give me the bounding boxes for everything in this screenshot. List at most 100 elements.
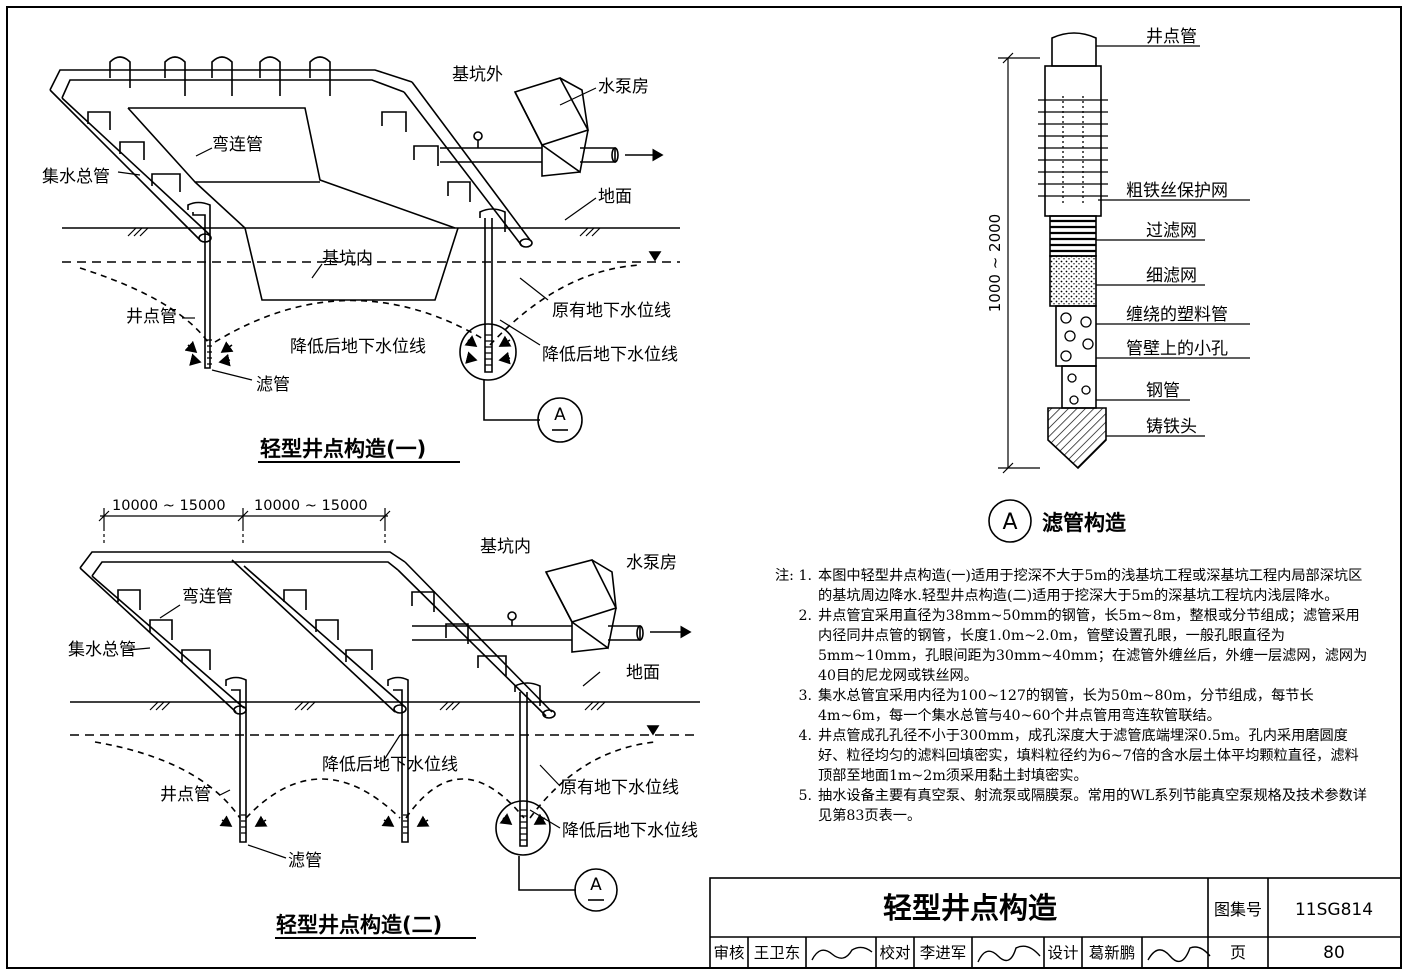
detail-label-wall-holes: 管壁上的小孔 xyxy=(1126,339,1228,359)
drawing-title: 轻型井点构造 xyxy=(883,891,1057,925)
checker-name: 李进军 xyxy=(920,944,967,962)
note-number: 4. xyxy=(798,728,812,744)
coarse-wire-mesh xyxy=(1038,96,1108,205)
label-lowered-water-right-2: 降低后地下水位线 xyxy=(562,821,698,841)
header-pipe-2 xyxy=(79,551,556,719)
bend-pipes-2 xyxy=(117,589,507,676)
label-lowered-water-left: 降低后地下水位线 xyxy=(290,337,426,357)
ground-hatch-1 xyxy=(127,227,601,237)
well-pipe-right-1 xyxy=(459,208,540,421)
label-bend-pipe: 弯连管 xyxy=(212,135,263,155)
diagram-1-texts: 基坑外 水泵房 弯连管 集水总管 地面 基坑内 原有地下水位线 井点管 降低后地… xyxy=(42,65,678,461)
note-item: 5. 抽水设备主要有真空泵、射流泵或隔膜泵。常用的WL系列节能真空泵规格及技术参… xyxy=(752,786,1372,826)
atlas-number: 11SG814 xyxy=(1295,900,1373,920)
pit-1 xyxy=(127,107,459,301)
label-inside-pit: 基坑内 xyxy=(322,249,373,269)
label-pump-house: 水泵房 xyxy=(598,77,649,97)
note-item: 4. 井点管成孔孔径不小于300mm，成孔深度大于滤管底端埋深0.5m。孔内采用… xyxy=(752,726,1372,786)
note-number: 2. xyxy=(798,608,812,624)
diagram-2-title: 轻型井点构造(二) xyxy=(276,913,442,937)
detail-ref-letter-1: A xyxy=(554,405,566,425)
check-label: 校对 xyxy=(879,944,910,962)
detail-upper-body xyxy=(1044,65,1102,217)
label-lowered-water-right: 降低后地下水位线 xyxy=(542,345,678,365)
cast-iron-head xyxy=(1047,407,1107,470)
label-header-pipe: 集水总管 xyxy=(42,167,110,187)
fine-screen xyxy=(1049,255,1097,307)
wall-holes xyxy=(1060,312,1094,362)
water-symbol-1 xyxy=(648,251,662,262)
detail-a-texts: 井点管 粗铁丝保护网 过滤网 细滤网 缠绕的塑料管 管壁上的小孔 钢管 铸铁头 … xyxy=(986,27,1228,535)
reviewer-name: 王卫东 xyxy=(754,944,801,962)
detail-ref-circle-1 xyxy=(537,397,583,443)
detail-title-ref: A xyxy=(1002,510,1017,535)
detail-dimension xyxy=(998,52,1040,474)
drawdown-left-1 xyxy=(79,267,211,346)
diagram-1-title: 轻型井点构造(一) xyxy=(260,437,426,461)
drawdown-d-2 xyxy=(529,741,656,819)
steel-pipe xyxy=(1061,365,1097,409)
bend-pipes-top xyxy=(109,56,331,96)
note-text: 集水总管宜采用内径为100~127的钢管，长为50m~80m，分节组成，每节长4… xyxy=(818,688,1314,724)
well-pipe-left-1 xyxy=(184,201,234,369)
label-well-pipe-2: 井点管 xyxy=(160,785,211,805)
detail-label-plastic-wrap: 缠绕的塑料管 xyxy=(1126,305,1228,325)
label-filter-pipe: 滤管 xyxy=(256,375,290,395)
detail-label-well-pipe: 井点管 xyxy=(1146,27,1197,47)
drawdown-mid-1 xyxy=(214,299,486,343)
bend-pipes-left xyxy=(87,111,181,192)
note-text: 井点管宜采用直径为38mm~50mm的钢管，长5m~8m，整根或分节组成；滤管采… xyxy=(818,608,1368,684)
label-original-water: 原有地下水位线 xyxy=(552,301,671,321)
diagram-2-texts: 10000 ~ 15000 10000 ~ 15000 基坑内 水泵房 弯连管 … xyxy=(68,498,698,937)
detail-a xyxy=(988,32,1250,543)
label-header-pipe-2: 集水总管 xyxy=(68,640,136,660)
dimension-left: 10000 ~ 15000 xyxy=(112,498,226,514)
detail-label-steel-pipe: 钢管 xyxy=(1146,381,1180,401)
label-well-pipe: 井点管 xyxy=(126,307,177,327)
reviewer-signature xyxy=(811,946,873,961)
page-number: 80 xyxy=(1323,943,1345,963)
detail-leaders xyxy=(1096,45,1250,437)
note-text: 井点管成孔孔径不小于300mm，成孔深度大于滤管底端埋深0.5m。孔内采用磨圆度… xyxy=(818,728,1359,784)
detail-label-fine-screen: 细滤网 xyxy=(1146,266,1197,286)
diagram-2 xyxy=(70,508,700,939)
leaders-2 xyxy=(127,604,601,859)
leaders-1 xyxy=(117,87,597,381)
checker-signature xyxy=(977,945,1041,963)
ground-hatch-2 xyxy=(149,701,606,711)
note-item: 注: 1. 本图中轻型井点构造(一)适用于挖深不大于5m的浅基坑工程或深基坑工程… xyxy=(752,566,1372,606)
atlas-label: 图集号 xyxy=(1214,900,1262,919)
pump-house-1 xyxy=(440,77,664,177)
detail-ref-circle-2 xyxy=(574,868,618,912)
note-number: 5. xyxy=(798,788,812,804)
detail-label-cast-head: 铸铁头 xyxy=(1146,417,1197,437)
page-label: 页 xyxy=(1230,943,1246,962)
diagram-1 xyxy=(49,56,680,463)
bend-pipes-right xyxy=(381,111,471,202)
label-outside-pit: 基坑外 xyxy=(452,65,503,85)
notes-prefix: 注: xyxy=(774,568,794,584)
title-block-texts: 轻型井点构造 图集号 11SG814 审核 王卫东 校对 李进军 设计 葛新鹏 … xyxy=(713,891,1373,963)
label-pump-house-2: 水泵房 xyxy=(626,553,677,573)
label-ground-2: 地面 xyxy=(626,663,660,683)
label-bend-pipe-2: 弯连管 xyxy=(182,587,233,607)
design-label: 设计 xyxy=(1047,944,1078,962)
detail-label-coarse-mesh: 粗铁丝保护网 xyxy=(1126,181,1228,201)
detail-label-filter-screen: 过滤网 xyxy=(1146,221,1197,241)
note-item: 3. 集水总管宜采用内径为100~127的钢管，长为50m~80m，分节组成，每… xyxy=(752,686,1372,726)
drawdown-b-2 xyxy=(245,778,401,819)
drawdown-a-2 xyxy=(94,741,241,819)
dimension-right: 10000 ~ 15000 xyxy=(254,498,368,514)
detail-ref-letter-2: A xyxy=(590,875,602,895)
note-number: 1. xyxy=(798,568,812,584)
detail-dimension-text: 1000 ~ 2000 xyxy=(986,214,1004,312)
label-original-water-2: 原有地下水位线 xyxy=(560,778,679,798)
note-text: 抽水设备主要有真空泵、射流泵或隔膜泵。常用的WL系列节能真空泵规格及技术参数详见… xyxy=(818,788,1367,824)
drawdown-c-2 xyxy=(405,778,525,819)
steel-pipe-holes xyxy=(1067,373,1091,405)
label-ground: 地面 xyxy=(598,187,632,207)
pump-house-2 xyxy=(412,559,692,653)
well-pipes-2 xyxy=(219,676,576,891)
water-symbol-2 xyxy=(646,725,660,736)
